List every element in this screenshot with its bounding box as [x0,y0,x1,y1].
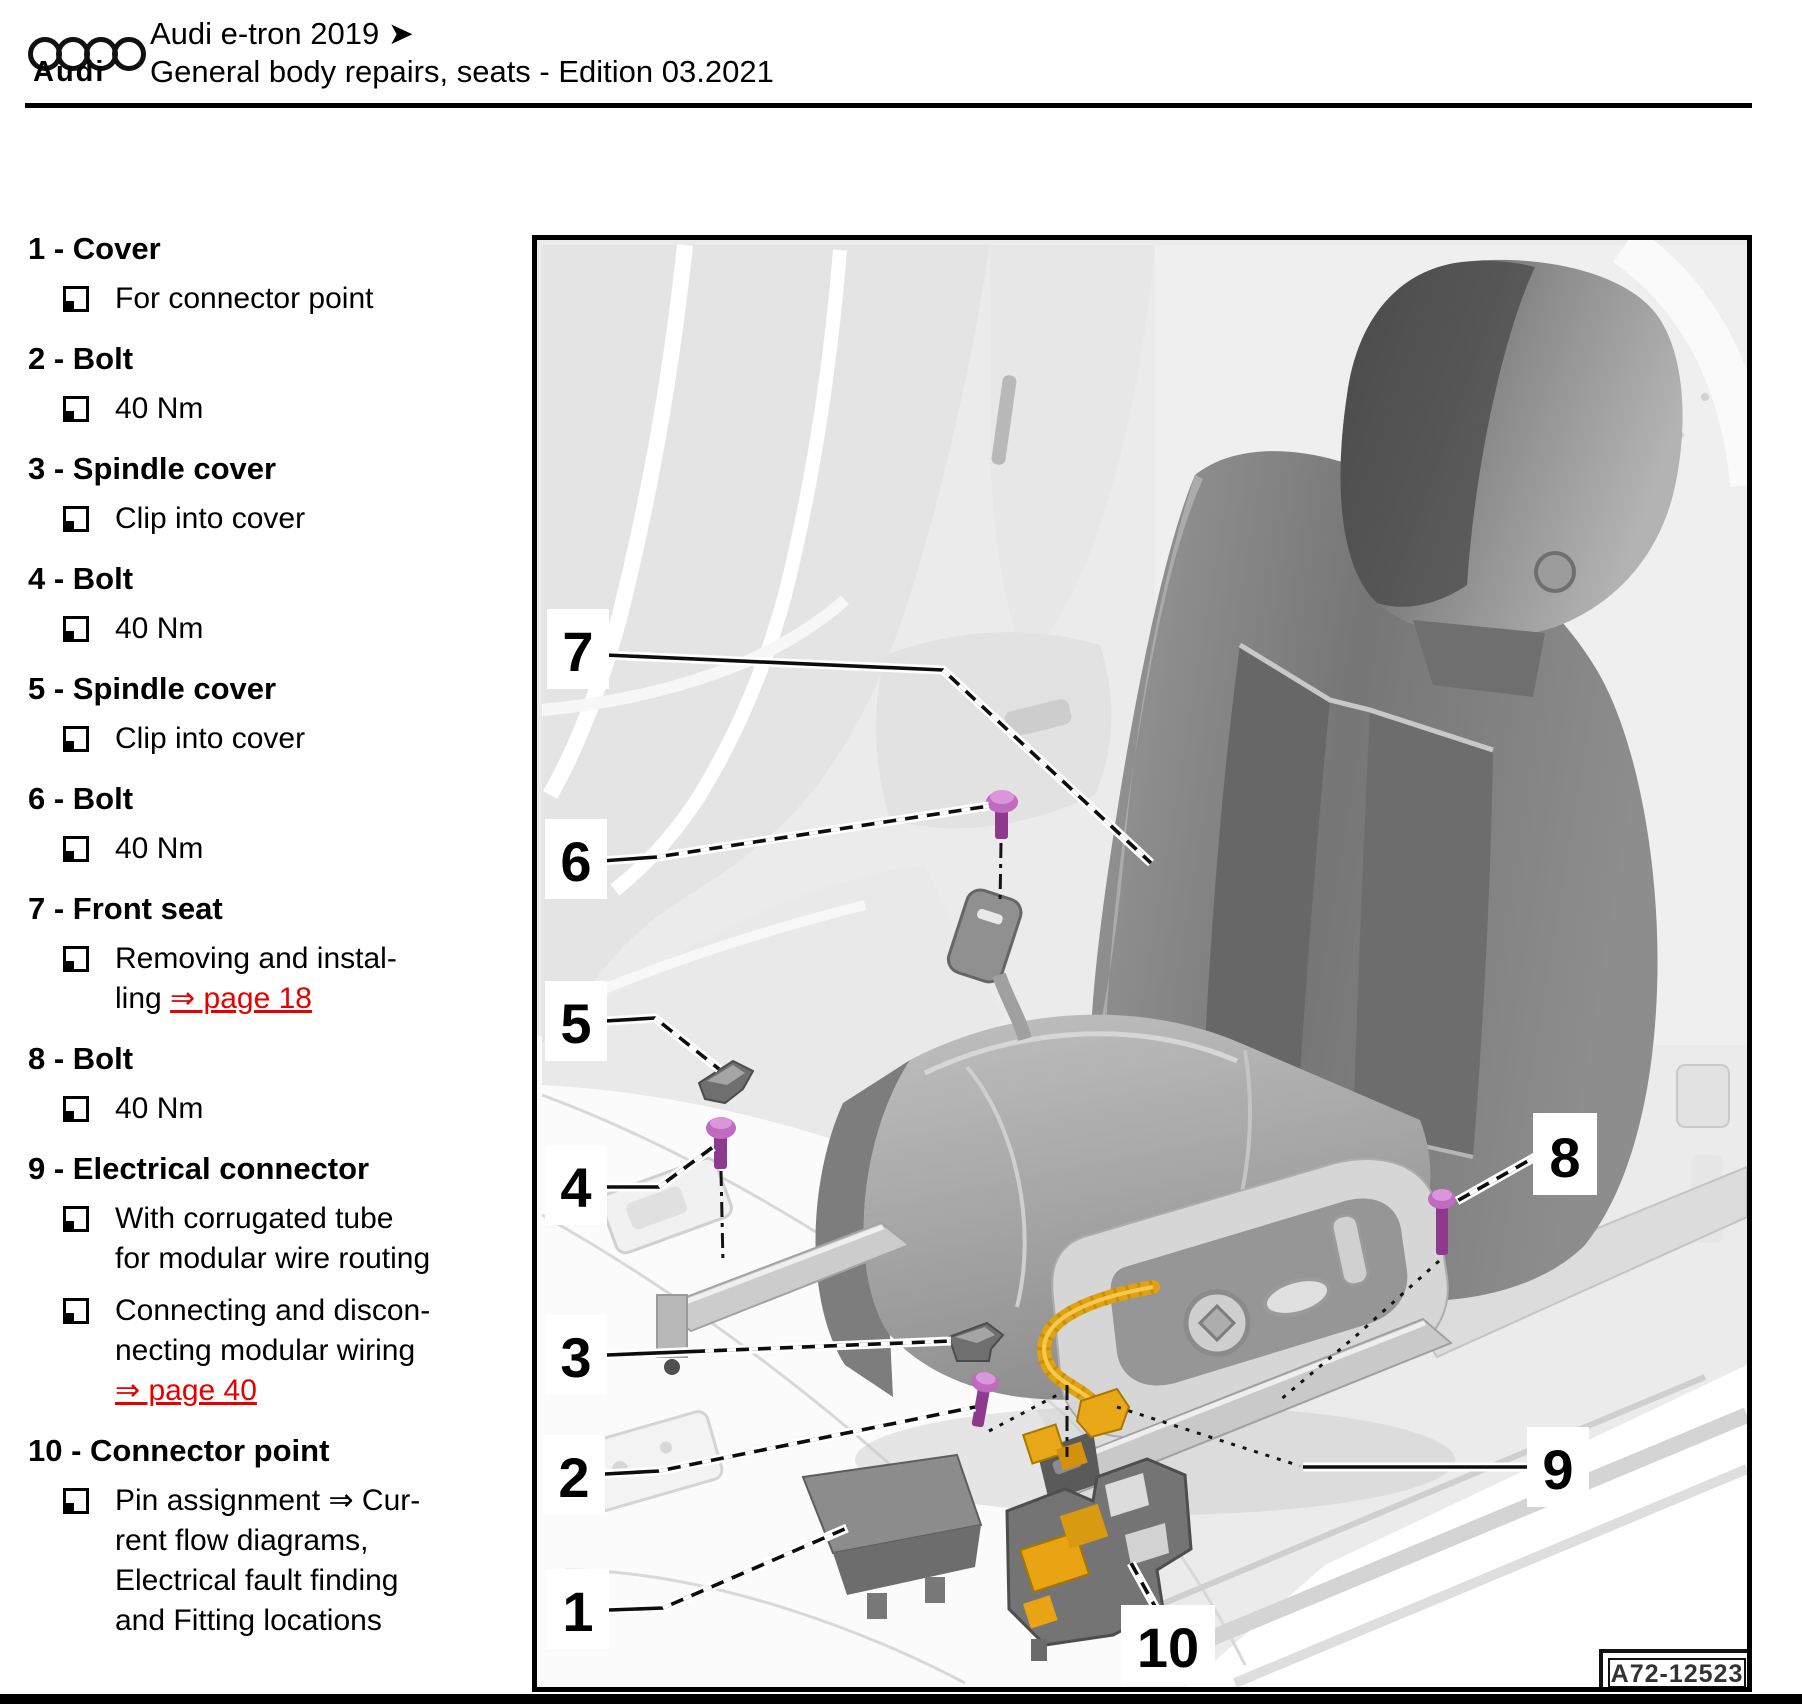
svg-text:3: 3 [560,1326,591,1389]
part-note: 40 Nm [63,609,470,649]
page-bottom-bar [0,1694,1802,1704]
part-bolt-8 [1428,1189,1456,1255]
figure-code: A72-12523 [1611,1660,1744,1687]
part-note: For connector point [63,279,470,319]
part-note: With corrugated tube for modular wire ro… [63,1199,470,1279]
note-text: Connecting and discon- necting modular w… [115,1294,431,1367]
part-title-1: 1 - Cover [28,231,161,266]
callout-8: 8 [1533,1113,1597,1195]
checkbox-icon [63,1206,89,1232]
part-note: 40 Nm [63,389,470,429]
svg-text:1: 1 [562,1580,593,1643]
seat-adjust-switch [1262,1277,1332,1317]
parts-list: 1 - Cover For connector point 2 - Bolt 4… [0,112,470,1641]
checkbox-icon [63,836,89,862]
part-cover [801,1453,983,1619]
checkbox-icon [63,616,89,642]
part-note: Removing and instal- ling ⇒ page 18 [63,939,470,1019]
callout-4: 4 [545,1145,607,1225]
callout-5: 5 [545,981,607,1061]
part-title-10: 10 - Connector point [28,1433,330,1468]
part-bolt-2 [971,1372,1000,1428]
header-rule [25,103,1752,108]
part-title-9: 9 - Electrical connector [28,1151,370,1186]
svg-text:10: 10 [1137,1616,1199,1679]
note-text: Removing and instal- ling [115,942,397,1015]
svg-text:4: 4 [560,1156,591,1219]
callout-labels: 7 6 5 4 3 2 1 8 9 10 [543,609,1597,1685]
callout-6: 6 [545,819,607,899]
callout-10: 10 [1121,1605,1215,1685]
svg-text:2: 2 [558,1446,589,1509]
part-title-7: 7 - Front seat [28,891,223,926]
page-40-link[interactable]: ⇒ page 40 [115,1374,257,1407]
part-note: 40 Nm [63,1089,470,1129]
checkbox-icon [63,946,89,972]
seat-exploded-diagram: 7 6 5 4 3 2 1 8 9 10 A72-12523 [532,235,1752,1692]
assembly-axis-lines [719,842,1441,1468]
headrest-pivot [1534,551,1576,593]
callout-leader-lines [600,650,1538,1624]
part-title-5: 5 - Spindle cover [28,671,277,706]
checkbox-icon [63,506,89,532]
page-18-link[interactable]: ⇒ page 18 [170,982,312,1015]
callout-2: 2 [543,1435,605,1515]
svg-text:5: 5 [560,992,591,1055]
seat-belt-buckle [946,888,1023,984]
part-note: Clip into cover [63,719,470,759]
checkbox-icon [63,1488,89,1514]
svg-text:6: 6 [560,830,591,893]
part-spindle-cover-3 [947,1321,1005,1362]
checkbox-icon [63,286,89,312]
front-seat [656,259,1683,1501]
part-title-8: 8 - Bolt [28,1041,134,1076]
part-title-6: 6 - Bolt [28,781,134,816]
checkbox-icon [63,726,89,752]
callout-7: 7 [547,609,609,689]
part-title-2: 2 - Bolt [28,341,134,376]
part-bolt-4 [706,1117,736,1169]
callout-1: 1 [547,1569,609,1649]
callout-3: 3 [545,1315,607,1395]
part-title-4: 4 - Bolt [28,561,134,596]
seat-diagram-svg: 7 6 5 4 3 2 1 8 9 10 A72-12523 [537,240,1747,1687]
svg-text:7: 7 [562,620,593,683]
part-bolt-6 [986,790,1018,839]
audi-rings-icon [28,37,146,71]
checkbox-icon [63,396,89,422]
checkbox-icon [63,1096,89,1122]
part-electrical-connector-harness [1021,1280,1160,1471]
svg-text:9: 9 [1542,1438,1573,1501]
part-note: 40 Nm [63,829,470,869]
checkbox-icon [63,1298,89,1324]
callout-9: 9 [1527,1427,1589,1507]
audi-wordmark: Audi [33,56,106,88]
part-title-3: 3 - Spindle cover [28,451,277,486]
doc-title-model: Audi e-tron 2019 ➤ [150,16,414,51]
svg-text:8: 8 [1549,1126,1580,1189]
part-note: Connecting and discon- necting modular w… [63,1291,470,1411]
part-note: Pin assignment ⇒ Cur- rent flow diagrams… [63,1481,470,1641]
page-header: Audi Audi e-tron 2019 ➤ General body rep… [0,0,1802,112]
part-note: Clip into cover [63,499,470,539]
doc-title-edition: General body repairs, seats - Edition 03… [150,54,774,89]
figure-code-box: A72-12523 [1599,1649,1747,1687]
part-spindle-cover-5 [697,1059,755,1105]
seat-rail-left [656,1221,911,1375]
